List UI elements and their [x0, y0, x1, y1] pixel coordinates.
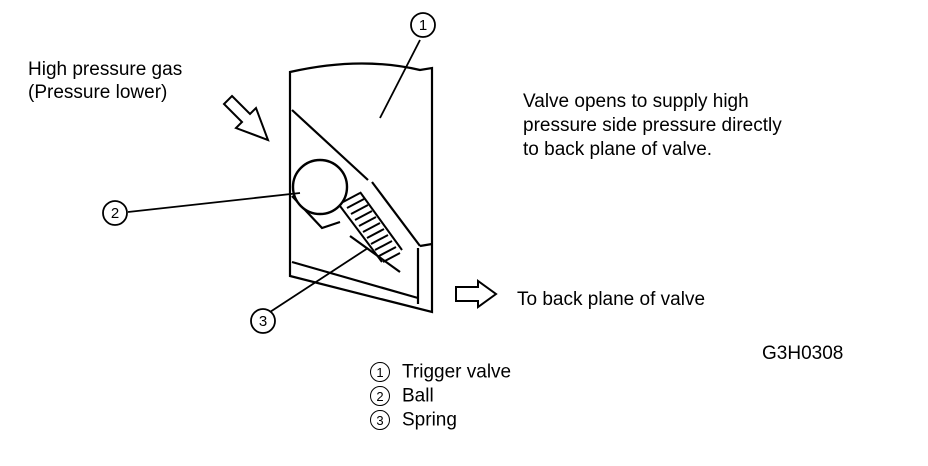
callout-circle-3 — [250, 308, 276, 334]
note-line2: pressure side pressure directly — [523, 115, 782, 136]
figure-code: G3H0308 — [762, 343, 844, 364]
leader-line-2 — [127, 192, 301, 213]
legend-text: Ball — [402, 385, 434, 407]
passage-wall — [416, 242, 433, 304]
callout-circle-1 — [410, 12, 436, 38]
chamber-top-edge — [291, 109, 369, 181]
gas-label-line2: (Pressure lower) — [28, 82, 168, 103]
legend-item-trigger-valve: 1 Trigger valve — [370, 360, 511, 383]
note-line1: Valve opens to supply high — [523, 91, 749, 112]
gas-label-line1: High pressure gas — [28, 59, 183, 80]
callout-circle-2 — [102, 200, 128, 226]
ball — [291, 158, 349, 216]
leader-line-3 — [269, 247, 369, 313]
callout-number-3: 3 — [259, 313, 267, 330]
legend-text: Spring — [402, 409, 457, 431]
passage-lower-edge — [291, 260, 419, 300]
back-plane-label: To back plane of valve — [517, 289, 706, 310]
legend-item-spring: 3 Spring — [370, 408, 457, 431]
legend-text: Trigger valve — [402, 361, 512, 383]
legend-number: 2 — [370, 385, 390, 406]
leader-line-1 — [379, 39, 421, 119]
legend-number: 3 — [370, 409, 390, 430]
legend-number: 1 — [370, 361, 390, 382]
passage-upper-edge — [371, 181, 421, 247]
note-line3: to back plane of valve. — [523, 139, 713, 160]
back-plane-arrow — [455, 279, 498, 309]
valve-body — [288, 62, 434, 314]
callout-number-2: 2 — [111, 205, 119, 222]
legend-item-ball: 2 Ball — [370, 384, 434, 407]
spring — [339, 191, 403, 263]
gas-inlet-arrow — [222, 94, 270, 142]
callout-number-1: 1 — [419, 17, 427, 34]
